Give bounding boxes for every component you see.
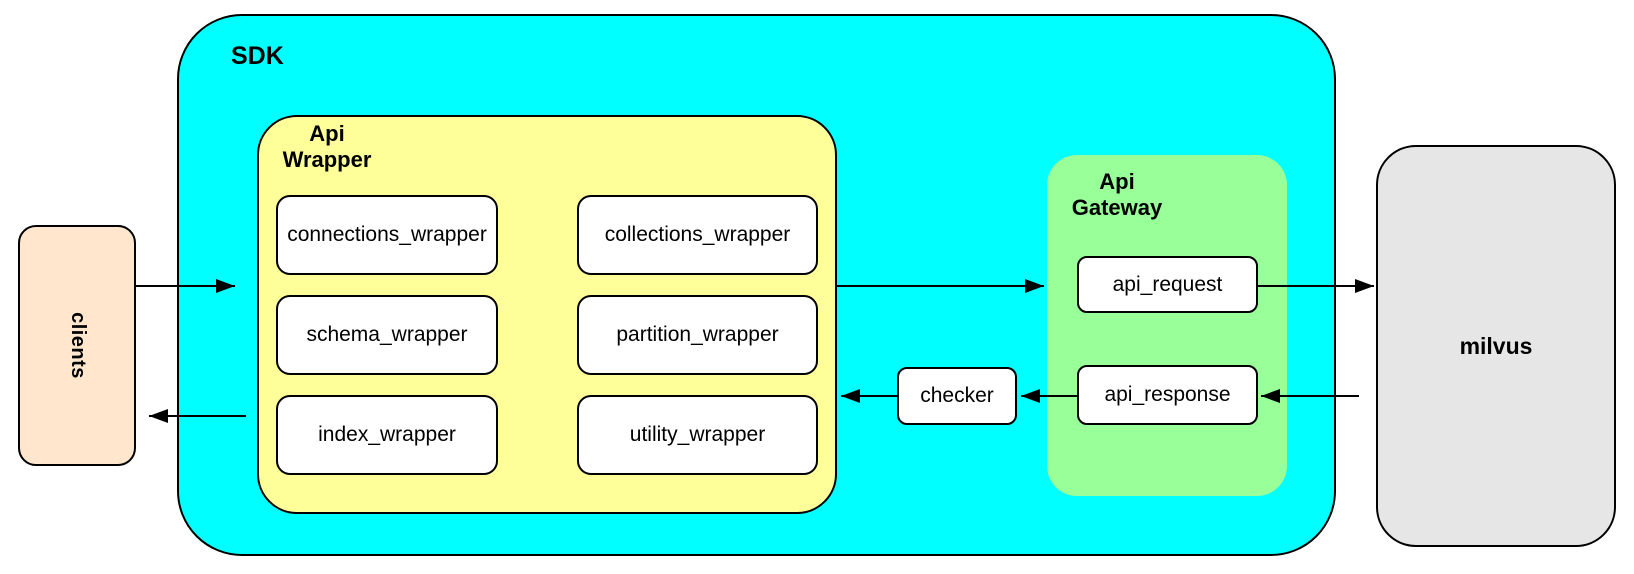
api-gateway-label: Api Gateway [1071,169,1163,220]
api-request-node: api_request [1077,256,1258,313]
module-box-partition-wrapper: partition_wrapper [577,295,818,375]
module-box-utility-wrapper: utility_wrapper [577,395,818,475]
clients-label: clients [66,312,89,379]
module-box-collections-wrapper: collections_wrapper [577,195,818,275]
milvus-label: milvus [1459,332,1533,359]
module-label: partition_wrapper [616,323,779,346]
api-request-label: api_request [1112,272,1223,296]
api-wrapper-label: Api Wrapper [282,121,372,172]
api-response-node: api_response [1077,365,1258,425]
sdk-container: SDK Api Wrapper connections_wrapper coll… [177,14,1336,556]
module-box-schema-wrapper: schema_wrapper [276,295,498,375]
module-box-connections-wrapper: connections_wrapper [276,195,498,275]
module-label: connections_wrapper [287,223,487,246]
clients-node: clients [18,225,136,466]
api-response-label: api_response [1104,383,1231,406]
module-label: schema_wrapper [306,323,468,346]
module-box-index-wrapper: index_wrapper [276,395,498,475]
milvus-node: milvus [1376,145,1616,547]
module-label: utility_wrapper [629,423,766,446]
checker-node: checker [897,367,1017,425]
api-wrapper-group: Api Wrapper connections_wrapper collecti… [257,115,837,514]
module-label: collections_wrapper [604,223,791,246]
sdk-label: SDK [231,42,284,70]
api-gateway-group: Api Gateway api_request api_response [1047,155,1287,496]
module-label: index_wrapper [318,423,456,446]
checker-label: checker [920,384,994,407]
